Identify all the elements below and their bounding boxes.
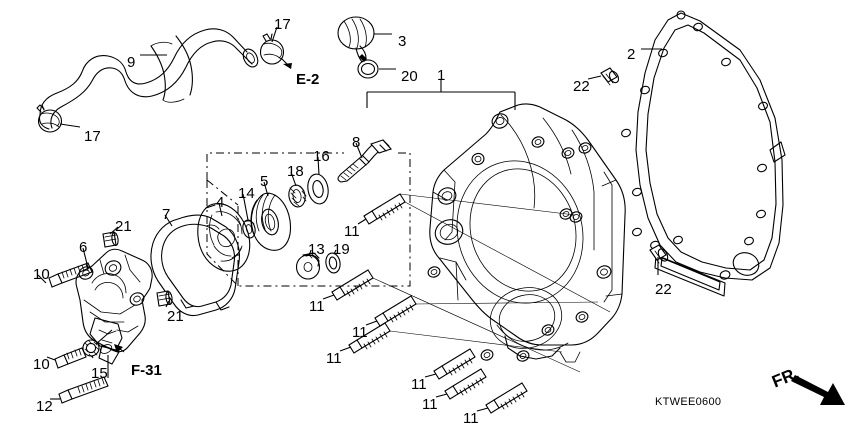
callout-number: 12 <box>36 398 53 415</box>
part-dowel-pin-pump-upper <box>102 231 119 248</box>
callout-number: 3 <box>398 33 407 50</box>
part-seal-spring <box>288 184 307 208</box>
orientation-arrow-icon <box>791 375 845 405</box>
callout-number: 17 <box>84 128 101 145</box>
part-pump-cover <box>75 248 153 365</box>
callout-number: 2 <box>627 46 636 63</box>
part-drain-o-ring <box>325 252 341 274</box>
callout-number: 19 <box>333 241 350 258</box>
callout-number: 5 <box>260 173 269 190</box>
callout-number: 1 <box>437 67 446 84</box>
part-dowel-pin-upper <box>600 67 620 86</box>
part-dowel-pin-pump-lower <box>156 290 173 307</box>
callout-number: 15 <box>91 365 108 382</box>
part-pump-cover-gasket <box>150 214 240 317</box>
part-crankcase-cover <box>372 103 626 373</box>
part-plain-washer <box>307 173 329 205</box>
reference-label: E-2 <box>296 71 320 88</box>
callout-number: 21 <box>167 308 184 325</box>
callout-number: 14 <box>238 185 255 202</box>
callout-number: 4 <box>216 194 225 211</box>
callout-number: 16 <box>313 148 330 165</box>
part-impeller <box>197 203 251 272</box>
callout-number: 7 <box>162 206 171 223</box>
callout-number: 13 <box>308 241 325 258</box>
part-water-hose <box>38 28 259 130</box>
reference-label: F-31 <box>131 362 162 379</box>
part-dowel-pin-lower <box>649 244 669 264</box>
part-left-bolts <box>48 262 109 404</box>
part-radiator-cap <box>337 16 375 63</box>
part-pump-shaft <box>337 139 392 183</box>
callout-number: 11 <box>411 376 427 393</box>
callout-number: 10 <box>33 356 50 373</box>
callout-number: 22 <box>655 281 672 298</box>
callout-number: 11 <box>422 396 438 413</box>
diagram-part-code: KTWEE0600 <box>655 396 722 408</box>
callout-number: 11 <box>344 223 360 240</box>
callout-number: 8 <box>352 134 361 151</box>
callout-leader-lines <box>37 26 662 412</box>
callout-number: 17 <box>274 16 291 33</box>
part-flange-bolts <box>331 193 528 414</box>
callout-number: 10 <box>33 266 50 283</box>
part-cap-o-ring <box>357 59 379 79</box>
callout-number: 11 <box>352 324 368 341</box>
callout-number: 21 <box>115 218 132 235</box>
callout-number: 11 <box>326 350 342 367</box>
callout-number: 6 <box>79 239 88 256</box>
assembly-group-outline <box>206 152 411 287</box>
callout-number: 20 <box>401 68 418 85</box>
part-sealing-washer <box>82 339 100 358</box>
part-mechanical-seal <box>250 192 292 251</box>
part-hose-clamp-left <box>36 104 63 133</box>
callout-number: 11 <box>309 298 325 315</box>
callout-number: 9 <box>127 54 136 71</box>
callout-number: 11 <box>463 410 479 425</box>
part-cover-gasket <box>621 10 786 297</box>
callout-number: 22 <box>573 78 590 95</box>
callout-number: 18 <box>287 163 304 180</box>
part-drain-plug <box>295 252 321 280</box>
part-hose-clamp-upper <box>259 33 285 65</box>
